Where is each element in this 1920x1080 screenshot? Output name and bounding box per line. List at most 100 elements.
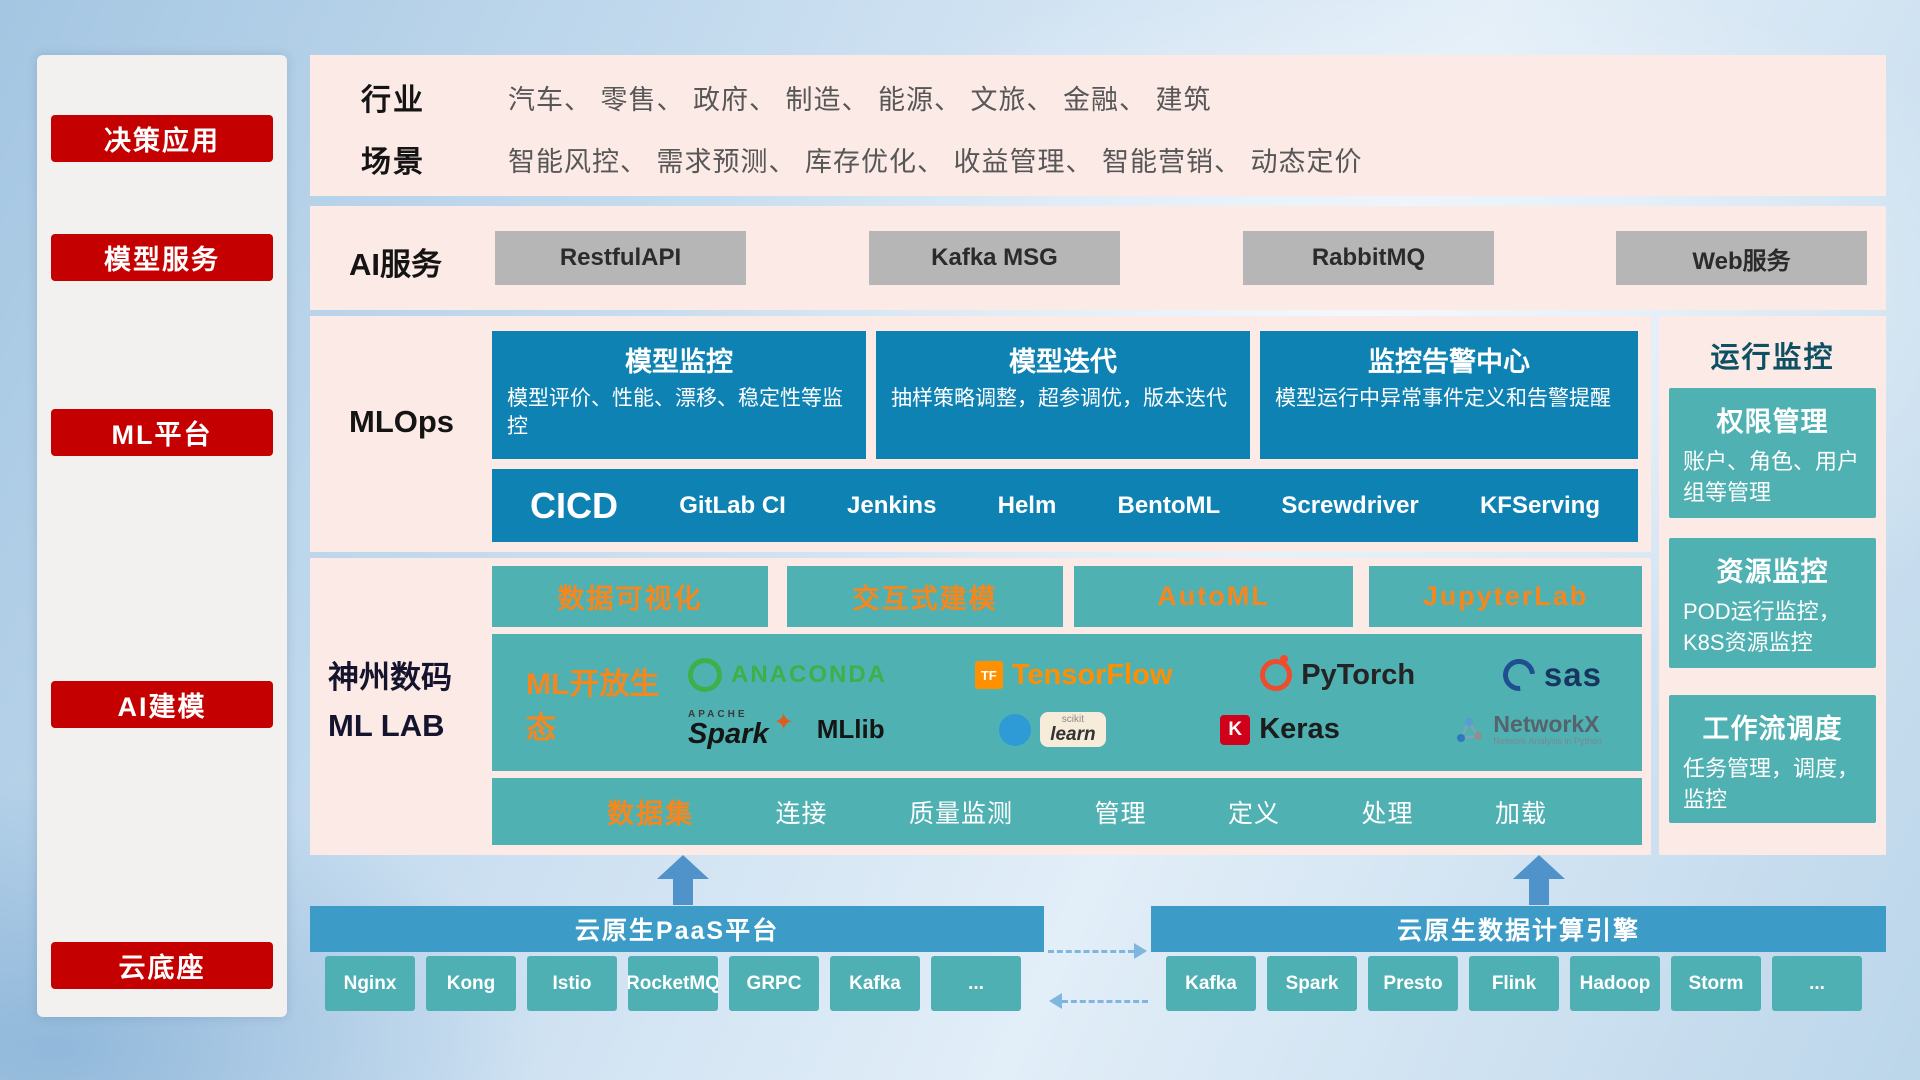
data-viz-button: 数据可视化 bbox=[492, 566, 768, 627]
dataset-load: 加载 bbox=[1494, 799, 1547, 828]
permission-card: 权限管理 账户、角色、用户组等管理 bbox=[1669, 388, 1876, 518]
industry-values: 汽车、 零售、 政府、 制造、 能源、 文旅、 金融、 建筑 bbox=[508, 85, 1212, 115]
keras-icon: K bbox=[1220, 714, 1251, 745]
ml-lab-label-line2: ML LAB bbox=[328, 708, 445, 744]
card-title: 监控告警中心 bbox=[1368, 347, 1530, 377]
cicd-gitlab-ci: GitLab CI bbox=[679, 491, 786, 519]
mlops-band: MLOps 模型监控 模型评价、性能、漂移、稳定性等监控 模型迭代 抽样策略调整… bbox=[310, 316, 1651, 552]
cicd-helm: Helm bbox=[997, 491, 1057, 519]
cicd-label: CICD bbox=[530, 484, 618, 526]
paas-platform-bar: 云原生PaaS平台 bbox=[310, 906, 1044, 952]
anaconda-logo: ANACONDA bbox=[688, 658, 887, 692]
card-title: 模型迭代 bbox=[1009, 347, 1117, 377]
data-engine-bar: 云原生数据计算引擎 bbox=[1151, 906, 1886, 952]
card-desc: 抽样策略调整，超参调优，版本迭代 bbox=[891, 387, 1227, 410]
chip-hadoop: Hadoop bbox=[1570, 956, 1660, 1011]
chip-grpc: GRPC bbox=[729, 956, 819, 1011]
workflow-scheduler-card: 工作流调度 任务管理，调度，监控 bbox=[1669, 695, 1876, 823]
cicd-kfserving: KFServing bbox=[1479, 491, 1600, 519]
engine-chip-row: Kafka Spark Presto Flink Hadoop Storm ..… bbox=[1151, 956, 1886, 1011]
automl-button: AutoML bbox=[1074, 566, 1353, 627]
cicd-screwdriver: Screwdriver bbox=[1281, 491, 1419, 519]
rabbitmq-button: RabbitMQ bbox=[1243, 231, 1494, 285]
tensorflow-logo: TF TensorFlow bbox=[974, 659, 1172, 692]
pytorch-icon bbox=[1260, 655, 1293, 691]
dataset-define: 定义 bbox=[1227, 799, 1280, 828]
cicd-bar: CICD GitLab CI Jenkins Helm BentoML Scre… bbox=[492, 469, 1638, 542]
chip-rocketmq: RocketMQ bbox=[628, 956, 718, 1011]
dataset-process: 处理 bbox=[1361, 799, 1414, 828]
dataset-label: 数据集 bbox=[607, 799, 694, 829]
ai-service-band: AI服务 RestfulAPI Kafka MSG RabbitMQ Web服务 bbox=[310, 206, 1886, 310]
card-desc: 模型运行中异常事件定义和告警提醒 bbox=[1275, 387, 1611, 410]
sidebar-item-decision-apps: 决策应用 bbox=[51, 115, 273, 162]
ml-open-ecosystem-box: ML开放生态 ANACONDA TF TensorFlow PyTorch bbox=[492, 634, 1642, 771]
up-arrow-engine bbox=[1513, 855, 1565, 905]
pytorch-logo: PyTorch bbox=[1260, 655, 1415, 692]
restful-api-button: RestfulAPI bbox=[495, 231, 746, 285]
industry-label: 行业 bbox=[361, 84, 425, 117]
scikit-learn-icon bbox=[999, 713, 1032, 746]
up-arrow-paas bbox=[657, 855, 709, 905]
eco-logo-row-2: APACHE Spark ✦ MLlib scikit learn bbox=[688, 709, 1602, 750]
card-title: 权限管理 bbox=[1716, 407, 1829, 437]
card-desc: POD运行监控，K8S资源监控 bbox=[1683, 599, 1841, 655]
keras-logo: K Keras bbox=[1220, 713, 1340, 746]
cicd-jenkins: Jenkins bbox=[847, 491, 937, 519]
sidebar-item-model-service: 模型服务 bbox=[51, 234, 273, 281]
sidebar-item-ml-platform: ML平台 bbox=[51, 409, 273, 456]
chip-flink: Flink bbox=[1469, 956, 1559, 1011]
web-service-button: Web服务 bbox=[1616, 231, 1867, 285]
jupyterlab-button: JupyterLab bbox=[1369, 566, 1642, 627]
ml-lab-label: 神州数码 ML LAB bbox=[328, 654, 452, 750]
ml-lab-label-line1: 神州数码 bbox=[328, 660, 452, 695]
dataset-connect: 连接 bbox=[775, 799, 828, 828]
chip-storm: Storm bbox=[1671, 956, 1761, 1011]
chip-kafka: Kafka bbox=[830, 956, 920, 1011]
dataset-manage: 管理 bbox=[1094, 799, 1147, 828]
interactive-modeling-button: 交互式建模 bbox=[787, 566, 1063, 627]
card-title: 模型监控 bbox=[625, 347, 733, 377]
chip-more2: ... bbox=[1772, 956, 1862, 1011]
runtime-monitor-panel: 运行监控 权限管理 账户、角色、用户组等管理 资源监控 POD运行监控，K8S资… bbox=[1659, 316, 1886, 855]
resource-monitor-card: 资源监控 POD运行监控，K8S资源监控 bbox=[1669, 538, 1876, 668]
card-desc: 任务管理，调度，监控 bbox=[1683, 756, 1860, 812]
eco-logo-row-1: ANACONDA TF TensorFlow PyTorch sas bbox=[688, 652, 1602, 698]
mlops-label: MLOps bbox=[349, 404, 455, 439]
tensorflow-icon: TF bbox=[974, 661, 1003, 689]
spark-star-icon: ✦ bbox=[773, 709, 794, 736]
cicd-bentoml: BentoML bbox=[1117, 491, 1221, 519]
runtime-monitor-title: 运行监控 bbox=[1710, 342, 1835, 374]
card-desc: 账户、角色、用户组等管理 bbox=[1683, 449, 1860, 505]
dataset-quality: 质量监测 bbox=[908, 799, 1013, 828]
scene-label: 场景 bbox=[361, 146, 425, 179]
scene-values: 智能风控、 需求预测、 库存优化、 收益管理、 智能营销、 动态定价 bbox=[508, 147, 1363, 177]
card-title: 工作流调度 bbox=[1702, 714, 1843, 744]
sidebar-item-ai-modeling: AI建模 bbox=[51, 681, 273, 728]
model-monitoring-card: 模型监控 模型评价、性能、漂移、稳定性等监控 bbox=[492, 331, 866, 459]
chip-istio: Istio bbox=[527, 956, 617, 1011]
chip-kafka2: Kafka bbox=[1166, 956, 1256, 1011]
industry-band: 行业 汽车、 零售、 政府、 制造、 能源、 文旅、 金融、 建筑 场景 智能风… bbox=[310, 55, 1886, 196]
chip-more: ... bbox=[931, 956, 1021, 1011]
networkx-logo: NetworkX Network Analysis in Python bbox=[1454, 711, 1602, 747]
dataset-row: 数据集 连接 质量监测 管理 定义 处理 加载 bbox=[492, 778, 1642, 845]
chip-nginx: Nginx bbox=[325, 956, 415, 1011]
dashed-arrow-left-line bbox=[1062, 1000, 1148, 1003]
dashed-arrow-right-line bbox=[1048, 950, 1134, 953]
alert-center-card: 监控告警中心 模型运行中异常事件定义和告警提醒 bbox=[1260, 331, 1638, 459]
spark-mllib-logo: APACHE Spark ✦ MLlib bbox=[688, 709, 885, 750]
chip-kong: Kong bbox=[426, 956, 516, 1011]
sas-logo: sas bbox=[1496, 652, 1602, 698]
eco-logo-rows: ANACONDA TF TensorFlow PyTorch sas bbox=[682, 634, 1642, 771]
model-iteration-card: 模型迭代 抽样策略调整，超参调优，版本迭代 bbox=[876, 331, 1250, 459]
paas-chip-row: Nginx Kong Istio RocketMQ GRPC Kafka ... bbox=[310, 956, 1044, 1011]
card-desc: 模型评价、性能、漂移、稳定性等监控 bbox=[507, 387, 843, 439]
chip-presto: Presto bbox=[1368, 956, 1458, 1011]
ml-lab-band: 神州数码 ML LAB 数据可视化 交互式建模 AutoML JupyterLa… bbox=[310, 558, 1651, 855]
ai-service-label: AI服务 bbox=[349, 247, 442, 282]
left-sidebar: 决策应用 模型服务 ML平台 AI建模 云底座 bbox=[37, 55, 287, 1017]
scikit-learn-logo: scikit learn bbox=[999, 712, 1106, 747]
kafka-msg-button: Kafka MSG bbox=[869, 231, 1120, 285]
eco-label: ML开放生态 bbox=[526, 667, 660, 745]
